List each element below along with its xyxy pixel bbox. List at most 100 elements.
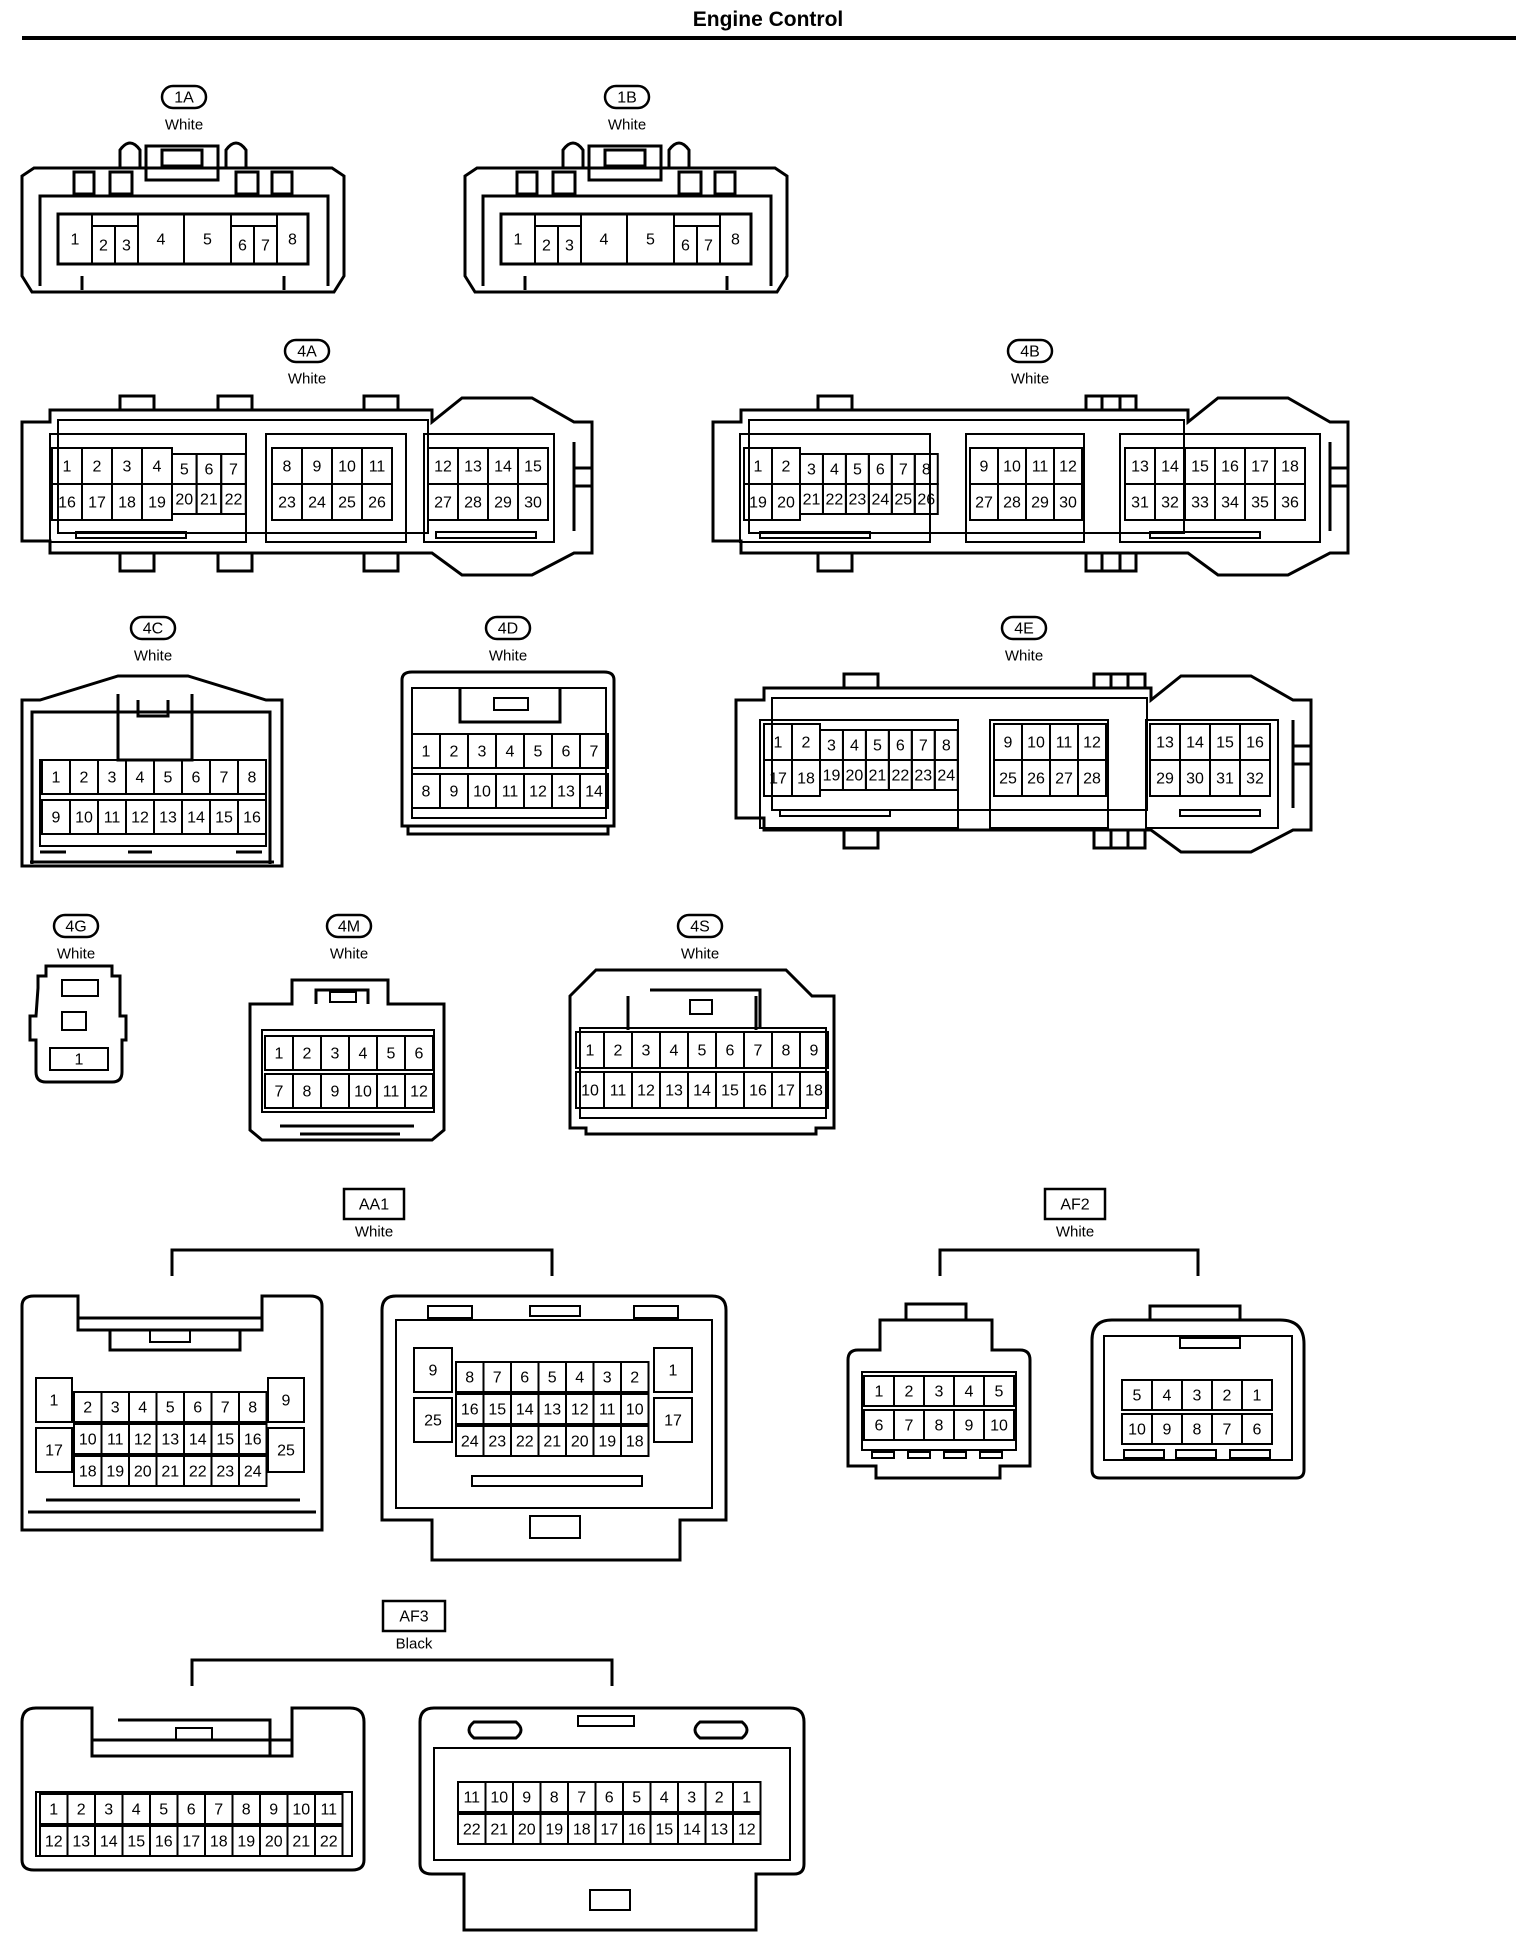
pin-number: 12 [134, 1432, 152, 1449]
pin-number: 11 [104, 810, 121, 827]
pin-cell: 7 [743, 1031, 773, 1069]
pin-cell: 2 [620, 1361, 650, 1393]
pin-cell: 1 [500, 213, 536, 265]
pin-number: 12 [410, 1084, 428, 1101]
pin-cell: 10 [1021, 723, 1051, 761]
pin-cell: 13 [704, 1813, 734, 1845]
pin-number: 3 [565, 238, 574, 255]
pin-cell: 12 [631, 1071, 661, 1109]
pin-number: 13 [1156, 735, 1174, 752]
pin-number: 24 [937, 768, 955, 785]
pin-cell: 5 [983, 1375, 1015, 1407]
pin-cell: 8 [923, 1409, 955, 1441]
pin-number: 22 [225, 492, 243, 509]
pin-number: 8 [288, 232, 297, 249]
pin-cell: 12 [128, 1423, 158, 1455]
pin-number: 14 [585, 784, 603, 801]
pin-number: 10 [354, 1084, 372, 1101]
pin-cell: 25 [413, 1397, 453, 1443]
connector-id: 4B [1020, 344, 1040, 361]
pin-cell: 36 [1274, 483, 1306, 521]
pin-number: 19 [598, 1434, 616, 1451]
pin-cell: 9 [953, 1409, 985, 1441]
pin-number: 15 [1216, 735, 1234, 752]
pin-cell: 12 [565, 1393, 595, 1425]
pin-cell: 3 [94, 1793, 124, 1825]
pin-number: 4 [830, 462, 839, 479]
pin-cell: 7 [253, 225, 278, 265]
pin-number: 28 [1083, 771, 1101, 788]
pin-number: 4 [359, 1046, 368, 1063]
pin-number: 22 [891, 768, 909, 785]
pin-cell: 18 [791, 759, 821, 797]
pin-number: 14 [189, 1432, 207, 1449]
pin-cell: 25 [890, 483, 916, 515]
pin-cell: 22 [457, 1813, 487, 1845]
pin-cell: 6 [510, 1361, 540, 1393]
pin-cell: 1 [264, 1035, 294, 1071]
pin-cell: 3 [557, 225, 582, 265]
pin-cell: 8 [292, 1073, 322, 1109]
pin-number: 5 [853, 462, 862, 479]
pin-cell: 11 [361, 447, 393, 485]
pin-number: 30 [1186, 771, 1204, 788]
pin-number: 7 [261, 238, 270, 255]
pin-number: 12 [738, 1822, 756, 1839]
pin-number: 24 [461, 1434, 479, 1451]
pin-cell: 7 [204, 1793, 234, 1825]
pin-cell: 8 [913, 453, 939, 485]
pin-cell: 27 [427, 483, 459, 521]
pin-cell: 5 [171, 453, 198, 485]
pin-cell: 6 [551, 733, 581, 769]
pin-number: 11 [463, 1790, 480, 1807]
pin-cell: 14 [1179, 723, 1211, 761]
connector-color: White [1056, 1224, 1094, 1241]
pin-number: 25 [338, 495, 356, 512]
pin-cell: 21 [537, 1425, 567, 1457]
pin-number: 14 [100, 1834, 118, 1851]
pin-number: 20 [134, 1464, 152, 1481]
pin-cell: 1 [763, 723, 793, 761]
pin-cell: 19 [231, 1825, 261, 1857]
pin-cell: 31 [1124, 483, 1156, 521]
pin-cell: 19 [100, 1455, 130, 1487]
pin-cell: 28 [457, 483, 489, 521]
connector-id-box [1043, 1187, 1107, 1221]
pin-cell: 1 [49, 1047, 109, 1071]
pin-cell: 6 [673, 225, 698, 265]
pin-number: 7 [493, 1370, 502, 1387]
pin-cell: 15 [1209, 723, 1241, 761]
pin-number: 2 [542, 238, 551, 255]
pin-cell: 16 [1214, 447, 1246, 485]
pin-number: 10 [79, 1432, 97, 1449]
pin-cell: 18 [204, 1825, 234, 1857]
pin-number: 23 [488, 1434, 506, 1451]
pin-number: 9 [450, 784, 459, 801]
pin-number: 25 [894, 492, 912, 509]
pin-cell: 8 [1181, 1413, 1213, 1445]
pin-cell: 3 [467, 733, 497, 769]
pin-number: 6 [193, 1400, 202, 1417]
pin-number: 3 [478, 744, 487, 761]
pin-number: 16 [461, 1402, 479, 1419]
pin-number: 8 [782, 1043, 791, 1060]
connector-color: White [489, 648, 527, 665]
pin-cell: 14 [181, 799, 211, 835]
pin-cell: 7 [890, 453, 916, 485]
pin-cell: 7 [567, 1781, 597, 1813]
pin-number: 25 [424, 1413, 442, 1430]
pin-cell: 9 [1151, 1413, 1183, 1445]
pin-number: 16 [244, 1432, 262, 1449]
pin-cell: 6 [404, 1035, 434, 1071]
pin-cell: 14 [183, 1423, 213, 1455]
pin-number: 10 [338, 459, 356, 476]
pin-cell: 4 [580, 213, 628, 265]
pin-number: 29 [494, 495, 512, 512]
pin-cell: 5 [155, 1391, 185, 1423]
connector-id: 1B [617, 90, 637, 107]
pin-number: 9 [313, 459, 322, 476]
pin-cell: 5 [153, 759, 183, 795]
